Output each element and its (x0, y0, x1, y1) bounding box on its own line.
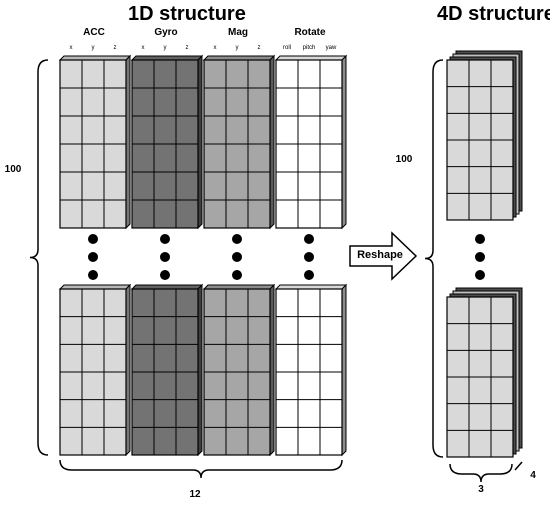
left-cols-label: 12 (189, 489, 201, 500)
ellipsis-dot (475, 234, 485, 244)
block-side-face (269, 283, 275, 457)
group-label-gyro: Gyro (154, 27, 178, 38)
rows-brace-left (29, 59, 49, 456)
block-side-face (341, 283, 347, 457)
group-label-mag: Mag (228, 27, 248, 38)
axis-label: yaw (325, 45, 337, 51)
block-top-face (58, 284, 132, 290)
ellipsis-dot (232, 234, 242, 244)
cube-top (446, 50, 523, 221)
block-top-face (202, 284, 276, 290)
ellipsis-dot (160, 234, 170, 244)
axis-label: roll (282, 45, 291, 51)
ellipsis-dot (475, 252, 485, 262)
right-title: 4D structure (437, 3, 550, 25)
block-bottom-acc (58, 283, 132, 457)
block-bottom-gyro (130, 283, 204, 457)
left-rows-label: 100 (4, 164, 22, 175)
ellipsis-dot (475, 270, 485, 280)
ellipsis-dot (88, 252, 98, 262)
group-label-rotate: Rotate (294, 27, 326, 38)
depth-brace (514, 461, 523, 471)
block-side-face (197, 283, 203, 457)
block-top-face (130, 284, 204, 290)
axis-label: z (257, 45, 261, 51)
rows-brace-right (424, 59, 444, 458)
ellipsis-dot (88, 270, 98, 280)
block-side-face (269, 54, 275, 230)
block-top-face (274, 284, 348, 290)
cols-brace-right (449, 463, 513, 483)
ellipsis-dot (232, 252, 242, 262)
axis-label: z (185, 45, 189, 51)
axis-label: y (163, 45, 167, 51)
axis-label: y (91, 45, 95, 51)
block-top-acc (58, 54, 132, 230)
block-top-mag (202, 54, 276, 230)
reshape-label: Reshape (357, 249, 403, 261)
cols-brace-bottom (59, 459, 343, 479)
right-depth-label: 4 (530, 470, 536, 481)
axis-label: y (235, 45, 239, 51)
cube-bottom (446, 287, 523, 458)
block-side-face (197, 54, 203, 230)
axis-label: x (213, 45, 217, 51)
ellipsis-dot (304, 234, 314, 244)
ellipsis-dot (88, 234, 98, 244)
axis-label: x (69, 45, 73, 51)
right-rows-label: 100 (395, 154, 413, 165)
block-bottom-mag (202, 283, 276, 457)
ellipsis-dot (160, 270, 170, 280)
axis-label: x (141, 45, 145, 51)
group-label-acc: ACC (83, 27, 105, 38)
ellipsis-dot (304, 252, 314, 262)
block-bottom-rotate (274, 283, 348, 457)
ellipsis-dot (232, 270, 242, 280)
block-top-gyro (130, 54, 204, 230)
left-title: 1D structure (128, 3, 246, 25)
reshape-arrow (349, 231, 418, 281)
ellipsis-dot (160, 252, 170, 262)
axis-label: z (113, 45, 117, 51)
right-cols-label: 3 (478, 484, 484, 495)
ellipsis-dot (304, 270, 314, 280)
axis-label: pitch (302, 45, 316, 51)
block-side-face (341, 54, 347, 230)
block-top-rotate (274, 54, 348, 230)
